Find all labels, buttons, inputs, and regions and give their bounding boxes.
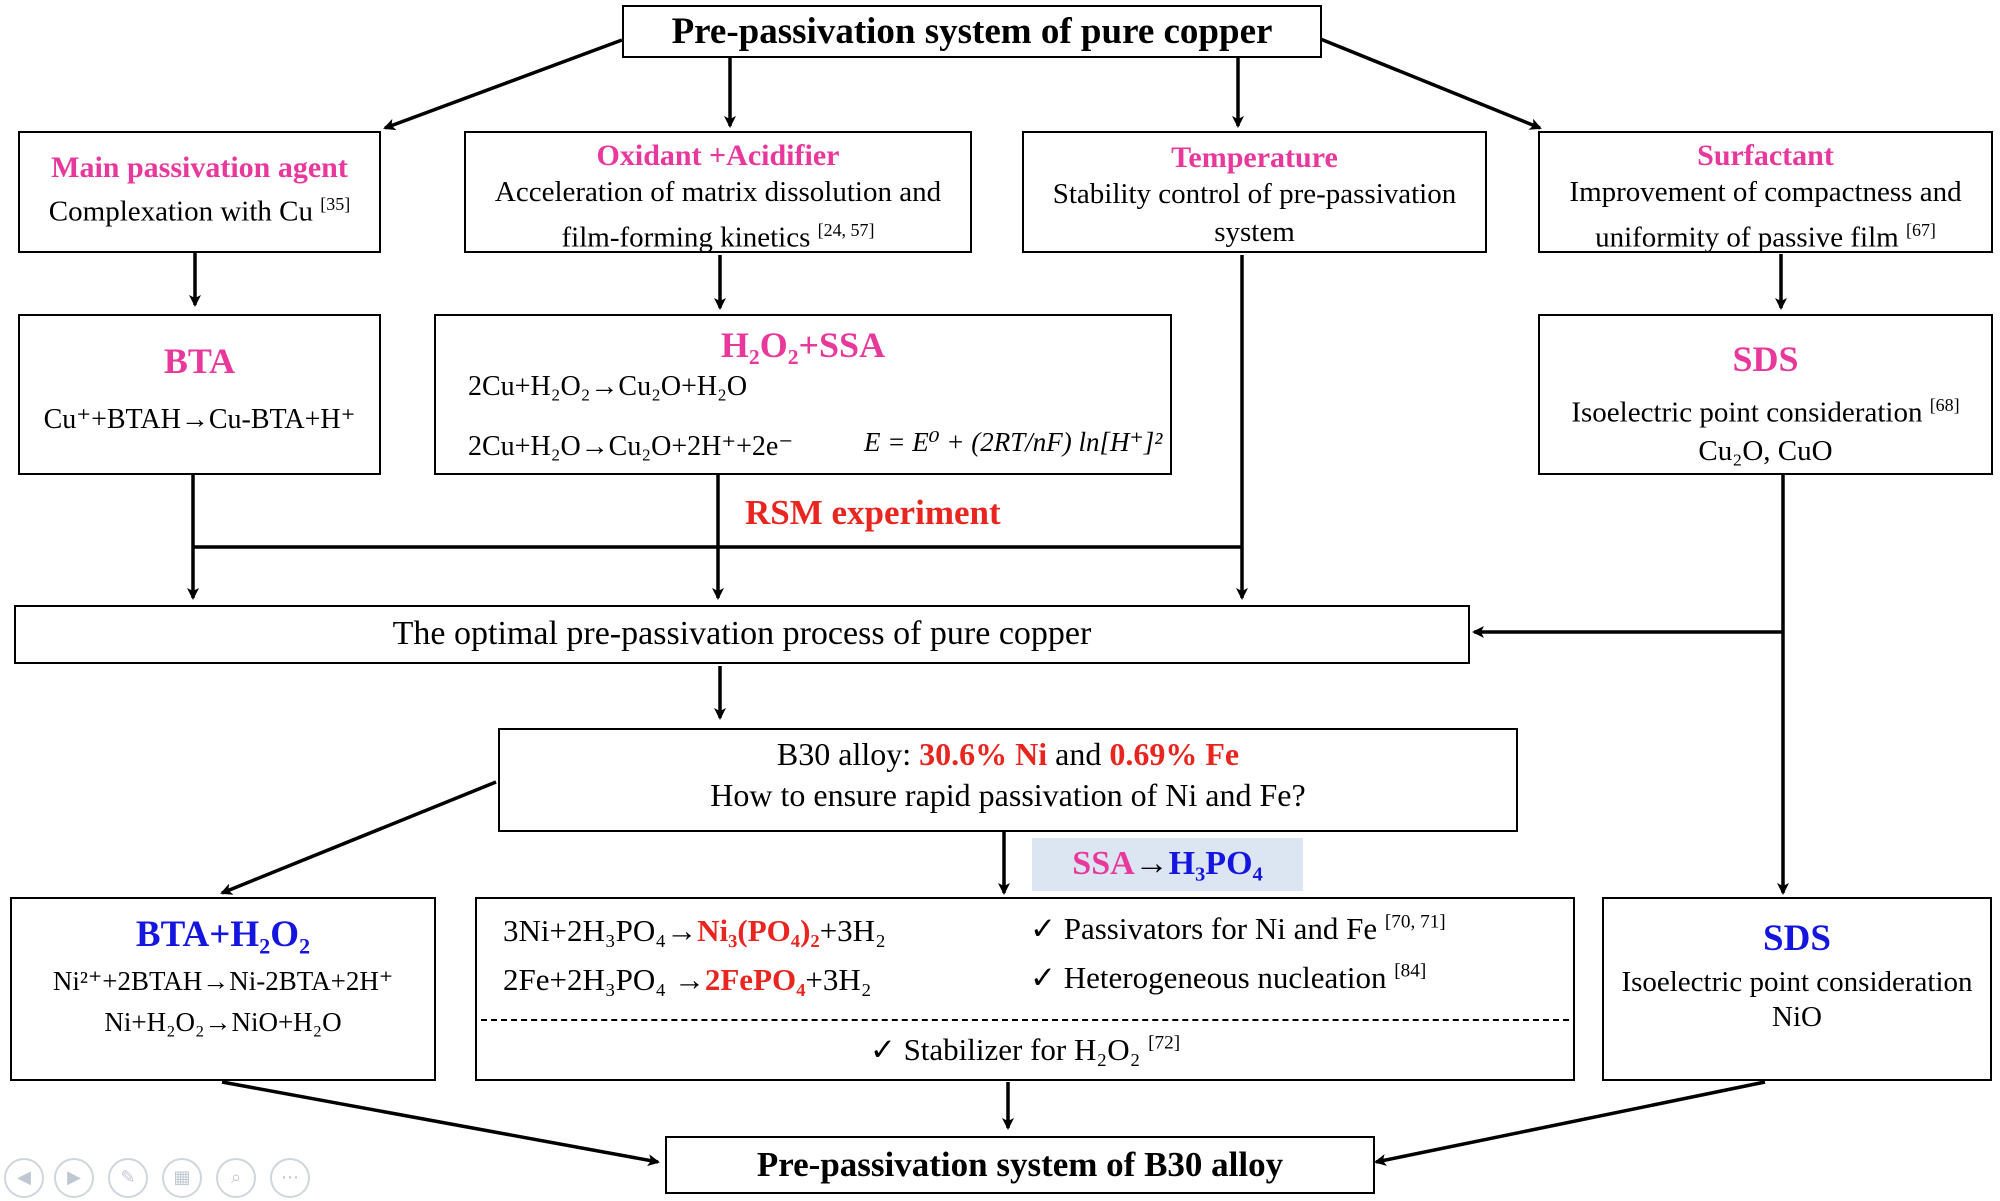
temperature-heading: Temperature — [1171, 141, 1338, 174]
fe-phosphate-reaction: 2Fe+2H₃PO₄ →2FePO₄+3H₂ — [503, 962, 872, 998]
slides-icon[interactable]: ▦ — [162, 1158, 202, 1198]
sds-copper-desc: Isoelectric point consideration — [1571, 396, 1923, 429]
surfactant-heading: Surfactant — [1697, 139, 1834, 172]
ssa-text: SSA — [1072, 845, 1135, 882]
pen-icon[interactable]: ✎ — [108, 1158, 148, 1198]
check-nucleation-text: ✓ Heterogeneous nucleation — [1030, 960, 1387, 995]
replacement-arrow: → — [1134, 845, 1169, 882]
cu-h2o-reaction: 2Cu+H₂O→Cu₂O+2H⁺+2e⁻ — [468, 431, 794, 462]
top-title: Pre-passivation system of pure copper — [671, 11, 1273, 52]
b30-alloy-box: B30 alloy: 30.6% Ni and 0.69% Fe How to … — [498, 728, 1518, 832]
oxidant-desc-line2: film-forming kinetics — [561, 221, 811, 254]
h3po4-text: H₃PO₄ — [1168, 845, 1263, 882]
h2o2-ssa-box: H₂O₂+SSA 2Cu+H₂O₂→Cu₂O+H₂O 2Cu+H₂O→Cu₂O+… — [434, 314, 1172, 475]
fe-reaction-reactants: 2Fe+2H₃PO₄ → — [503, 962, 705, 997]
main-passivation-agent-desc: Complexation with Cu — [48, 195, 314, 228]
ni-h2o2-reaction: Ni+H₂O₂→NiO+H₂O — [104, 1007, 342, 1037]
b30-question: How to ensure rapid passivation of Ni an… — [710, 777, 1306, 813]
temperature-desc-line2: system — [1214, 216, 1295, 248]
sds-copper-oxides: Cu₂O, CuO — [1698, 434, 1833, 467]
nernst-equation: E = E⁰ + (2RT/nF) ln[H⁺]² — [864, 427, 1163, 457]
b30-and: and — [1047, 736, 1110, 772]
cu-h2o2-reaction: 2Cu+H₂O₂→Cu₂O+H₂O — [468, 371, 748, 402]
ref-68: [68] — [1929, 395, 1960, 415]
check-stabilizer: ✓ Stabilizer for H₂O₂ [72] — [477, 1032, 1573, 1068]
main-passivation-agent-box: Main passivation agent Complexation with… — [18, 131, 381, 253]
main-passivation-agent-heading: Main passivation agent — [51, 151, 348, 184]
oxidant-desc-line1: Acceleration of matrix dissolution and — [494, 176, 942, 208]
check-passivators: ✓ Passivators for Ni and Fe [70, 71] — [1030, 911, 1446, 947]
bta-title: BTA — [163, 341, 236, 381]
ref-24-57: [24, 57] — [817, 220, 875, 240]
surfactant-desc-line1: Improvement of compactness and — [1569, 176, 1962, 208]
check-nucleation: ✓ Heterogeneous nucleation [84] — [1030, 960, 1426, 996]
temperature-desc-line1: Stability control of pre-passivation — [1052, 178, 1457, 210]
ref-84: [84] — [1394, 960, 1427, 982]
fe-reaction-h2: +3H₂ — [805, 962, 872, 997]
sds-b30-title: SDS — [1763, 918, 1831, 959]
ref-67: [67] — [1905, 220, 1936, 240]
sds-b30-oxide: NiO — [1772, 1001, 1822, 1033]
sds-b30-desc: Isoelectric point consideration — [1621, 966, 1973, 998]
b30-fe-content: 0.69% Fe — [1109, 736, 1240, 772]
ni-reaction-reactants: 3Ni+2H₃PO₄→ — [503, 913, 698, 948]
bottom-title: Pre-passivation system of B30 alloy — [756, 1145, 1284, 1184]
dashed-divider — [481, 1019, 1569, 1021]
fe-phosphate-product: 2FePO₄ — [704, 962, 806, 997]
zoom-icon[interactable]: ⌕ — [216, 1158, 256, 1198]
ni-reaction-h2: +3H₂ — [819, 913, 886, 948]
bta-box: BTA Cu⁺+BTAH→Cu-BTA+H⁺ — [18, 314, 381, 475]
sds-b30-box: SDS Isoelectric point consideration NiO — [1602, 897, 1992, 1081]
optimal-process-label: The optimal pre-passivation process of p… — [392, 615, 1092, 652]
phosphate-box: 3Ni+2H₃PO₄→Ni₃(PO₄)₂+3H₂ 2Fe+2H₃PO₄ →2Fe… — [475, 897, 1575, 1081]
sds-copper-box: SDS Isoelectric point consideration [68]… — [1538, 314, 1993, 475]
bta-h2o2-title: BTA+H₂O₂ — [135, 914, 311, 955]
next-icon[interactable]: ▶ — [54, 1158, 94, 1198]
check-stabilizer-text: ✓ Stabilizer for H₂O₂ — [869, 1032, 1141, 1067]
ni-bta-reaction: Ni²⁺+2BTAH→Ni-2BTA+2H⁺ — [52, 966, 394, 996]
surfactant-box: Surfactant Improvement of compactness an… — [1538, 131, 1993, 254]
optimal-process-box: The optimal pre-passivation process of p… — [14, 605, 1470, 664]
bta-reaction: Cu⁺+BTAH→Cu-BTA+H⁺ — [43, 404, 356, 435]
ref-35: [35] — [320, 194, 351, 214]
bta-h2o2-box: BTA+H₂O₂ Ni²⁺+2BTAH→Ni-2BTA+2H⁺ Ni+H₂O₂→… — [10, 897, 436, 1081]
check-passivators-text: ✓ Passivators for Ni and Fe — [1030, 911, 1378, 946]
ni-phosphate-reaction: 3Ni+2H₃PO₄→Ni₃(PO₄)₂+3H₂ — [503, 913, 886, 949]
ssa-replacement-label: SSA→H₃PO₄ — [1032, 838, 1303, 891]
surfactant-desc-line2: uniformity of passive film — [1595, 221, 1899, 254]
top-box: Pre-passivation system of pure copper — [622, 5, 1322, 58]
oxidant-acidifier-heading: Oxidant +Acidifier — [596, 139, 840, 172]
h2o2-ssa-title: H₂O₂+SSA — [720, 325, 886, 365]
oxidant-acidifier-box: Oxidant +Acidifier Acceleration of matri… — [464, 131, 972, 254]
sds-copper-title: SDS — [1732, 339, 1799, 379]
bottom-box: Pre-passivation system of B30 alloy — [665, 1136, 1375, 1194]
ni-phosphate-product: Ni₃(PO₄)₂ — [697, 913, 820, 948]
b30-prefix: B30 alloy: — [776, 736, 920, 772]
rsm-experiment-label: RSM experiment — [745, 493, 1001, 532]
ref-72: [72] — [1148, 1032, 1181, 1054]
prev-icon[interactable]: ◀ — [4, 1158, 44, 1198]
b30-ni-content: 30.6% Ni — [919, 736, 1048, 772]
ref-70-71: [70, 71] — [1384, 911, 1446, 933]
more-icon[interactable]: ⋯ — [270, 1158, 310, 1198]
temperature-box: Temperature Stability control of pre-pas… — [1022, 131, 1487, 253]
